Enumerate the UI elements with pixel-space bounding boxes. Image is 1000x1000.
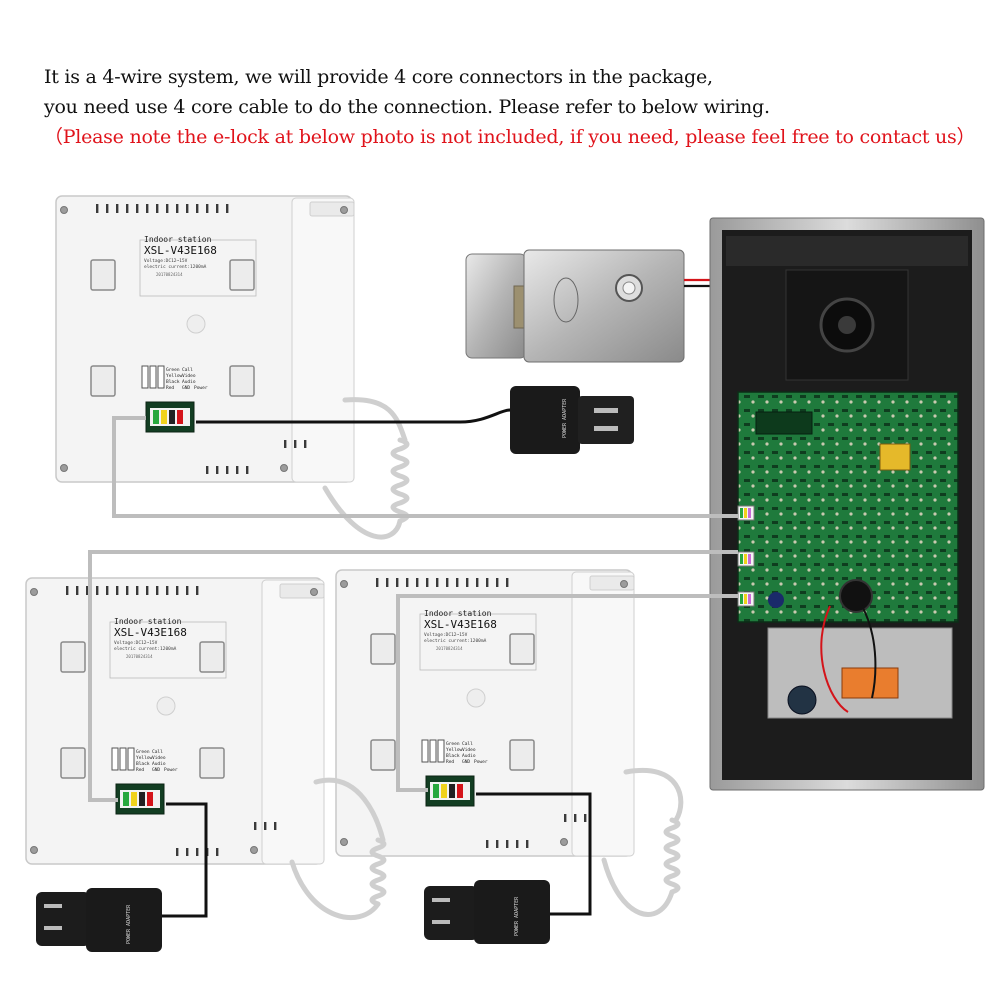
unit-3-wire-black: Black — [446, 753, 460, 759]
unit-2-fn-power: Power — [164, 767, 178, 773]
outdoor-door-station — [709, 217, 985, 791]
cable-unit-2 — [88, 550, 738, 802]
door-station-connector-2 — [737, 551, 755, 567]
power-adapter-1: POWER ADAPTER — [510, 386, 634, 454]
unit-2-fn-call: Call — [152, 749, 163, 755]
adapter-2-label: POWER ADAPTER — [126, 904, 132, 944]
unit-1-fn-call: Call — [182, 367, 193, 373]
power-adapter-2: POWER ADAPTER — [36, 888, 162, 952]
unit-2-serial: 20170824314 — [126, 654, 153, 659]
unit-3-serial: 20170824314 — [436, 646, 463, 651]
cable-unit-1 — [112, 416, 738, 518]
power-cable-1 — [196, 408, 511, 424]
unit-3-fn-power: Power — [474, 759, 488, 765]
unit-1-fn-video: Video — [182, 373, 196, 379]
unit-3-fn-video: Video — [462, 747, 476, 753]
unit-2-wire-red: Red — [136, 767, 144, 773]
unit-2-spec-voltage: Voltage:DC12~15V — [114, 640, 158, 646]
door-station-connector-1 — [737, 505, 755, 521]
unit-1-spec-voltage: Voltage:DC12~15V — [144, 258, 188, 264]
handset-cord-2 — [289, 777, 387, 921]
power-cable-2 — [160, 802, 208, 918]
unit-2-title: Indoor station — [114, 617, 182, 626]
power-cable-3 — [476, 792, 592, 916]
unit-3-spec-voltage: Voltage:DC12~15V — [424, 632, 468, 638]
caption-block: It is a 4-wire system, we will provide 4… — [44, 62, 984, 152]
caption-line-2: you need use 4 core cable to do the conn… — [44, 96, 770, 118]
cable-unit-3 — [396, 594, 738, 792]
unit-3-wire-red: Red — [446, 759, 454, 765]
unit-2-model: XSL-V43E168 — [114, 626, 187, 639]
handset-cord-3 — [601, 767, 684, 917]
unit-1-wire-red: Red — [166, 385, 174, 391]
adapter-3-label: POWER ADAPTER — [514, 896, 520, 936]
unit-1-wire-black: Black — [166, 379, 180, 385]
unit-1-model: XSL-V43E168 — [144, 244, 217, 257]
unit-2-wire-legend: Green Yellow Black Red Call Video Audio … — [111, 747, 178, 773]
indoor-unit-1: Indoor station XSL-V43E168 Voltage:DC12~… — [55, 195, 355, 483]
unit-3-wire-green: Green — [446, 741, 460, 747]
caption-note: （Please note the e-lock at below photo i… — [44, 126, 976, 148]
unit-2-fn-gnd: GND — [152, 767, 160, 773]
handset-cord-1 — [322, 397, 410, 540]
unit-1-wire-legend: Green Yellow Black Red Call Video Audio … — [141, 365, 208, 391]
unit-2-wire-black: Black — [136, 761, 150, 767]
unit-2-wire-yellow: Yellow — [136, 755, 153, 761]
unit-3-fn-audio: Audio — [462, 753, 476, 759]
power-adapter-3: POWER ADAPTER — [424, 880, 550, 944]
unit-1-fn-gnd: GND — [182, 385, 190, 391]
unit-1-serial: 20170824314 — [156, 272, 183, 277]
indoor-unit-2: Indoor station XSL-V43E168 Voltage:DC12~… — [25, 577, 325, 865]
unit-2-fn-audio: Audio — [152, 761, 166, 767]
unit-1-fn-audio: Audio — [182, 379, 196, 385]
unit-3-title: Indoor station — [424, 609, 492, 618]
unit-3-fn-call: Call — [462, 741, 473, 747]
unit-1-wire-yellow: Yellow — [166, 373, 183, 379]
unit-3-spec-current: electric current:1200mA — [424, 638, 487, 644]
unit-2-wire-green: Green — [136, 749, 150, 755]
unit-2-fn-video: Video — [152, 755, 166, 761]
unit-2-spec-current: electric current:1200mA — [114, 646, 177, 652]
indoor-unit-3: Indoor station XSL-V43E168 Voltage:DC12~… — [335, 569, 635, 857]
unit-1-title: Indoor station — [144, 235, 212, 244]
door-station-connector-3 — [737, 591, 755, 607]
adapter-1-label: POWER ADAPTER — [562, 398, 568, 438]
unit-3-wire-legend: Green Yellow Black Red Call Video Audio … — [421, 739, 488, 765]
unit-1-fn-power: Power — [194, 385, 208, 391]
unit-3-fn-gnd: GND — [462, 759, 470, 765]
caption-line-1: It is a 4-wire system, we will provide 4… — [44, 66, 713, 88]
unit-1-spec-current: electric current:1200mA — [144, 264, 207, 270]
unit-3-model: XSL-V43E168 — [424, 618, 497, 631]
electric-lock — [465, 249, 685, 363]
unit-1-wire-green: Green — [166, 367, 180, 373]
unit-3-wire-yellow: Yellow — [446, 747, 463, 753]
